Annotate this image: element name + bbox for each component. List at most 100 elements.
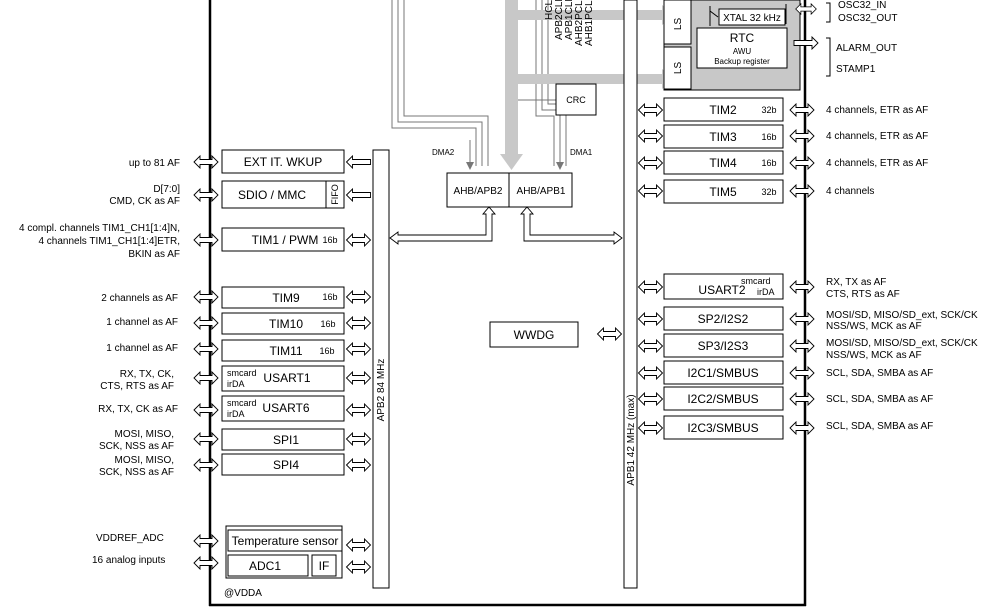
tim9-label: TIM9 <box>272 291 300 305</box>
tim4-bits: 16b <box>761 158 776 168</box>
ahb-apb-bridges: AHB/APB2 AHB/APB1 <box>446 172 573 208</box>
tim1-label: TIM1 / PWM <box>252 233 319 247</box>
dma2-label: DMA2 <box>432 148 455 157</box>
ls-top: LS <box>673 18 684 31</box>
analog-pin: 16 analog inputs <box>92 555 165 566</box>
apb1-bus-label: APB1 42 MHz (max) <box>626 394 637 485</box>
apb1-bus: APB1 42 MHz (max) <box>623 0 638 589</box>
usart2-label: USART2 <box>698 283 745 297</box>
usart1-irda: irDA <box>227 379 245 389</box>
tim2-label: TIM2 <box>709 103 737 117</box>
tim1-pin-2: 4 channels TIM1_CH1[1:4]ETR, <box>38 236 180 247</box>
alarm-label: ALARM_OUT <box>836 43 897 54</box>
sdio-pin-1: D[7:0] <box>153 184 180 195</box>
usart2-smcard: smcard <box>741 276 771 286</box>
temp-label: Temperature sensor <box>232 534 339 548</box>
tim3: TIM3 16b 4 channels, ETR as AF <box>638 124 928 149</box>
ext-label: EXT IT. WKUP <box>244 155 322 169</box>
usart1-pin-1: RX, TX, CK, <box>120 369 174 380</box>
i2c1-smbus: I2C1/SMBUS SCL, SDA, SMBA as AF <box>638 360 933 385</box>
tim9-pin: 2 channels as AF <box>101 293 178 304</box>
sdio-mmc: D[7:0] CMD, CK as AF SDIO / MMC FIFO <box>109 180 372 209</box>
usart1-smcard: smcard <box>227 368 257 378</box>
sp2-i2s2: SP2/I2S2 MOSI/SD, MISO/SD_ext, SCK/CK NS… <box>638 306 978 332</box>
tim11-pin: 1 channel as AF <box>106 343 178 354</box>
crc-label: CRC <box>566 95 586 105</box>
backup-label: Backup register <box>714 57 770 66</box>
clk-label-4: AHB2PCLK <box>574 0 585 46</box>
spi1: MOSI, MISO, SCK, NSS as AF SPI1 <box>99 428 372 452</box>
i2c3-smbus: I2C3/SMBUS SCL, SDA, SMBA as AF <box>638 415 933 440</box>
sp2-label: SP2/I2S2 <box>698 312 749 326</box>
sp3-label: SP3/I2S3 <box>698 339 749 353</box>
usart2: USART2 smcard irDA RX, TX as AF CTS, RTS… <box>638 273 900 300</box>
apb2-bus-label: APB2 84 MHz <box>376 359 387 422</box>
tim11: 1 channel as AF TIM11 16b <box>106 339 372 362</box>
tim4-pin: 4 channels, ETR as AF <box>826 158 928 169</box>
chip-outline <box>208 0 807 607</box>
sdio-label: SDIO / MMC <box>238 188 306 202</box>
spi4: MOSI, MISO, SCK, NSS as AF SPI4 <box>99 453 372 478</box>
i2c2-smbus: I2C2/SMBUS SCL, SDA, SMBA as AF <box>638 386 933 411</box>
tim5: TIM5 32b 4 channels <box>638 179 874 204</box>
sdio-fifo: FIFO <box>330 184 340 205</box>
tim1-pin-1: 4 compl. channels TIM1_CH1[1:4]N, <box>19 223 180 234</box>
clk-label-2: APB2CLK <box>554 0 565 40</box>
spi1-label: SPI1 <box>273 433 299 447</box>
i2c3-label: I2C3/SMBUS <box>687 421 758 435</box>
tim3-bits: 16b <box>761 132 776 142</box>
i2c1-label: I2C1/SMBUS <box>687 366 758 380</box>
tim5-bits: 32b <box>761 187 776 197</box>
tim10-label: TIM10 <box>269 317 303 331</box>
tim4: TIM4 16b 4 channels, ETR as AF <box>638 150 928 175</box>
sp3-i2s3: SP3/I2S3 MOSI/SD, MISO/SD_ext, SCK/CK NS… <box>638 333 978 361</box>
tim3-pin: 4 channels, ETR as AF <box>826 131 928 142</box>
tim1-pwm: 4 compl. channels TIM1_CH1[1:4]N, 4 chan… <box>19 223 372 260</box>
clk-label-3: APB1CLK <box>564 0 575 40</box>
osc-in-label: OSC32_IN <box>838 0 886 11</box>
wwdg-label: WWDG <box>514 328 555 342</box>
clk-label-5: AHB1PCLK <box>584 0 595 46</box>
spi1-pin-1: MOSI, MISO, <box>115 429 174 440</box>
usart1: RX, TX, CK, CTS, RTS as AF smcard irDA U… <box>100 365 372 392</box>
rtc-domain: LS LS XTAL 32 kHz RTC AWU Backup registe… <box>663 0 897 91</box>
usart6: RX, TX, CK as AF smcard irDA USART6 <box>98 395 372 422</box>
tim10-pin: 1 channel as AF <box>106 317 178 328</box>
usart6-smcard: smcard <box>227 398 257 408</box>
tim10-bits: 16b <box>320 319 335 329</box>
ls-bottom: LS <box>673 62 684 75</box>
sp2-pin-1: MOSI/SD, MISO/SD_ext, SCK/CK <box>826 310 978 321</box>
sp3-pin-2: NSS/WS, MCK as AF <box>826 350 922 361</box>
tim10: 1 channel as AF TIM10 16b <box>106 312 372 335</box>
clk-label-1: HCLK <box>544 0 555 20</box>
usart6-label: USART6 <box>262 401 309 415</box>
usart6-pin: RX, TX, CK as AF <box>98 404 178 415</box>
usart1-pin-2: CTS, RTS as AF <box>100 381 174 392</box>
vref-pin: VDDREF_ADC <box>96 533 164 544</box>
wwdg-block: WWDG <box>489 321 622 348</box>
tim2: TIM2 32b 4 channels, ETR as AF <box>638 97 928 122</box>
awu-label: AWU <box>733 47 752 56</box>
ahb-apb2-label: AHB/APB2 <box>454 186 503 197</box>
rtc-label: RTC <box>730 31 755 45</box>
usart2-irda: irDA <box>757 287 775 297</box>
crc-block: CRC <box>555 83 597 116</box>
stamp-label: STAMP1 <box>836 64 876 75</box>
sp3-pin-1: MOSI/SD, MISO/SD_ext, SCK/CK <box>826 338 978 349</box>
adc-label: ADC1 <box>249 559 281 573</box>
tim1-bits: 16b <box>322 235 337 245</box>
spi1-pin-2: SCK, NSS as AF <box>99 441 174 452</box>
i2c1-pin: SCL, SDA, SMBA as AF <box>826 368 933 379</box>
spi4-pin-2: SCK, NSS as AF <box>99 467 174 478</box>
tim2-bits: 32b <box>761 105 776 115</box>
vdda-label: @VDDA <box>224 588 262 599</box>
dma1-label: DMA1 <box>570 148 593 157</box>
usart1-label: USART1 <box>263 371 310 385</box>
usart6-irda: irDA <box>227 409 245 419</box>
adc-block: Temperature sensor ADC1 IF VDDREF_ADC 16… <box>92 525 372 599</box>
osc-out-label: OSC32_OUT <box>838 13 897 24</box>
usart2-pin-2: CTS, RTS as AF <box>826 289 900 300</box>
tim5-pin: 4 channels <box>826 186 874 197</box>
spi4-pin-1: MOSI, MISO, <box>115 455 174 466</box>
